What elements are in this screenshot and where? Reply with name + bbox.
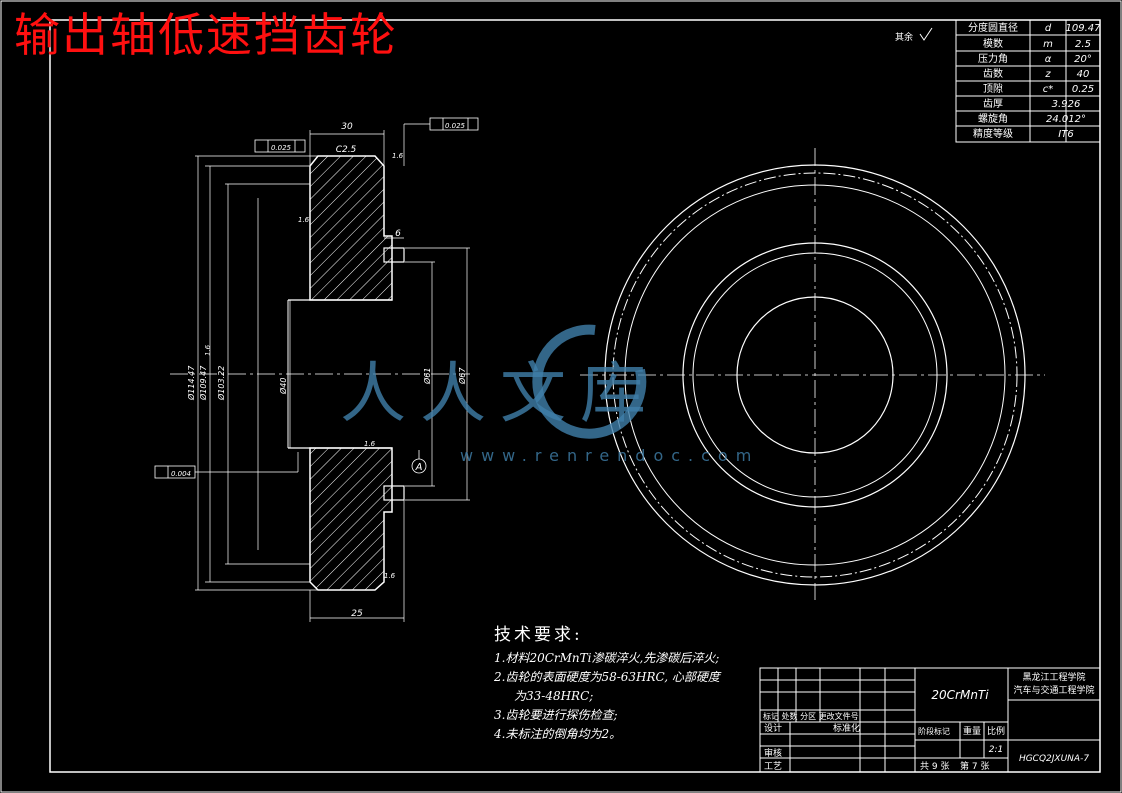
dim-chamfer: C2.5 [336,145,357,155]
title-school: 黑龙江工程学院 [1022,671,1085,683]
dim-dia-bore: Ø40 [278,378,288,395]
dim-dia-shoulder: Ø67 [457,367,467,385]
param-label: 螺旋角 [978,112,1008,125]
tech-note-line: 3.齿轮要进行探伤检查; [494,708,618,722]
param-label: 精度等级 [973,127,1013,140]
param-value: 24.012° [1046,114,1086,125]
tol-runout-left: 0.025 [271,144,292,152]
param-value: 109.47 [1066,23,1102,34]
params-table [955,19,1101,143]
param-label: 齿厚 [983,98,1003,110]
param-label: 分度圆直径 [968,21,1018,34]
param-symbol: c* [1043,84,1054,95]
param-label: 齿数 [983,67,1003,80]
title-material: 20CrMnTi [931,688,989,702]
dim-step-width: 6 [395,229,401,239]
title-design: 设计 [764,722,782,734]
roughness-note: 其余 [895,31,913,43]
tech-notes-title: 技术要求: [494,625,583,645]
inner-frame [49,19,1101,773]
title-total-sheets: 共 9 张 [920,761,949,772]
dim-dia-root: Ø103.22 [216,366,226,401]
dim-top-width: 30 [341,122,353,132]
title-scale-value: 2:1 [989,745,1003,755]
param-value: 3.926 [1052,99,1081,110]
param-label: 压力角 [978,52,1008,65]
title-block [759,667,1101,773]
tech-notes: 技术要求: 1.材料20CrMnTi渗碳淬火,先渗碳后淬火; 2.齿轮的表面硬度… [494,620,720,744]
param-symbol: m [1043,39,1053,50]
roughness-symbol-icon [919,27,933,41]
roughness-label: 1.6 [364,440,376,448]
title-marks-header: 标记 处数 分区 更改文件号 [763,711,859,721]
param-value: 40 [1077,69,1090,80]
tech-note-line: 1.材料20CrMnTi渗碳淬火,先渗碳后淬火; [494,651,720,665]
title-sheet-no: 第 7 张 [960,760,989,772]
param-value: 2.5 [1075,39,1091,50]
datum-label: A [415,462,423,473]
param-symbol: z [1044,69,1051,80]
title-process: 工艺 [764,761,782,772]
param-value: IT6 [1058,129,1073,140]
roughness-label: 1.6 [392,152,404,160]
roughness-label: 1.6 [384,572,396,580]
roughness-label: 1.6 [204,344,212,356]
title-scale: 比例 [987,725,1005,737]
title-weight: 重量 [963,725,981,737]
dim-dia-pitch: Ø109.47 [198,365,208,401]
tol-circularity: 0.004 [171,470,191,478]
param-value: 20° [1074,54,1092,65]
param-symbol: d [1045,23,1052,34]
param-value: 0.25 [1072,84,1094,95]
drawing-heading: 输出轴低速挡齿轮 [14,8,398,62]
tech-note-line: 4.未标注的倒角均为2。 [494,727,622,741]
tech-note-line: 为33-48HRC; [514,689,594,703]
dim-dia-hub: Ø61 [422,368,432,385]
front-view [580,148,1045,600]
tech-note-line: 2.齿轮的表面硬度为58-63HRC, 心部硬度 [494,670,720,684]
roughness-label: 1.6 [298,216,310,224]
dim-dia-outer: Ø114.47 [186,365,196,401]
param-label: 模数 [983,37,1003,50]
title-stage-mark: 阶段标记 [918,726,950,736]
param-label: 顶隙 [983,82,1003,95]
param-symbol: α [1045,54,1052,65]
title-standardize: 标准化 [833,722,860,734]
tol-runout-top: 0.025 [445,122,466,130]
dim-bottom-width: 25 [351,609,363,619]
section-view [154,117,479,622]
title-dept: 汽车与交通工程学院 [1013,684,1094,696]
title-drawing-no: HGCQ2JXUNA-7 [1019,754,1089,764]
title-review: 审核 [764,747,782,759]
